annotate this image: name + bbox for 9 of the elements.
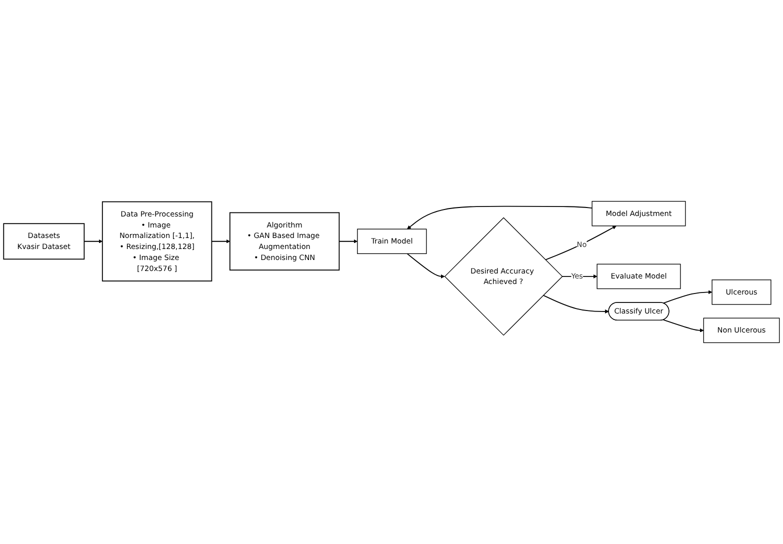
- arrow: [211, 239, 230, 244]
- arrow: [662, 290, 712, 304]
- arrow: [662, 319, 704, 332]
- arrow: [407, 206, 593, 230]
- arrow: [338, 239, 358, 244]
- arrow: [542, 294, 609, 314]
- arrow: [545, 226, 616, 260]
- arrow: [84, 239, 103, 244]
- arrow: [406, 253, 445, 278]
